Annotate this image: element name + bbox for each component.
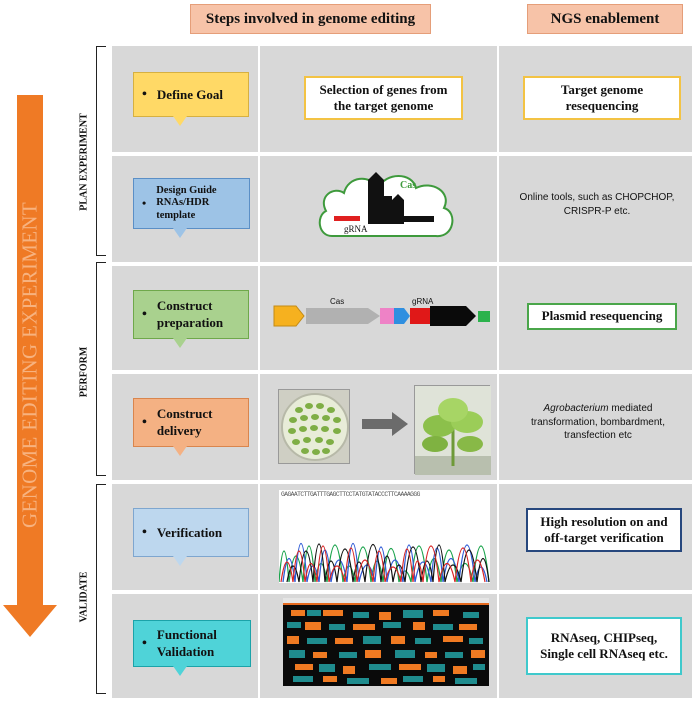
- step-construct-delivery: •Construct delivery: [133, 398, 249, 456]
- gene-selection-box: Selection of genes from the target genom…: [304, 76, 463, 120]
- ngs-online-tools: Online tools, such as CHOPCHOP, CRISPR-P…: [519, 192, 675, 217]
- ngs-transcriptomics: RNAseq, CHIPseq, Single cell RNAseq etc.: [526, 617, 682, 675]
- step-define-goal-label: Define Goal: [156, 86, 223, 102]
- ngs-target-resequencing: Target genome resequencing: [523, 76, 681, 120]
- step-verification: •Verification: [133, 508, 249, 566]
- cas-gene-label: Cas: [330, 297, 344, 306]
- chromatogram-sequence: GAGAATCTTGATTTGAGCTTCCTATGTATACCCTTCAAAA…: [281, 491, 420, 498]
- cas-protein-shape: [368, 172, 392, 224]
- agrobacterium-text: Agrobacterium: [543, 403, 609, 414]
- steps-column-header: Steps involved in genome editing: [190, 4, 431, 34]
- expression-heatmap: [287, 610, 485, 684]
- chromatogram-image: GAGAATCTTGATTTGAGCTTCCTATGTATACCCTTCAAAA…: [279, 490, 490, 583]
- step-verification-label: Verification: [156, 524, 223, 540]
- target-dna-strand: [404, 216, 434, 222]
- petri-dish-explants: [281, 393, 349, 461]
- cas-gene-arrow: [306, 308, 380, 324]
- regenerated-plantlet: [415, 386, 491, 475]
- plan-bracket: [96, 46, 106, 256]
- step-construct-preparation-label: Construct preparation: [156, 298, 224, 330]
- ngs-delivery-methods-text: mediated transformation, bombardment, tr…: [531, 403, 665, 441]
- step-functional-validation: •Functional Validation: [133, 620, 251, 676]
- cas-label: Cas: [400, 180, 416, 191]
- step-construct-delivery-label: Construct delivery: [156, 406, 213, 438]
- ngs-plasmid-resequencing: Plasmid resequencing: [527, 303, 677, 330]
- down-arrow-shape: [3, 95, 57, 637]
- column-divider-1: [258, 46, 260, 698]
- ngs-offtarget-verification: High resolution on and off-target verifi…: [526, 508, 682, 552]
- pink-element: [380, 308, 394, 324]
- scaffold-arrow: [430, 306, 476, 326]
- cas-grna-cloud-diagram: Cas gRNA: [318, 172, 454, 238]
- sanger-chromatogram: [279, 543, 490, 583]
- grna-strand: [334, 216, 360, 221]
- petri-dish-image: [278, 389, 350, 464]
- step-design-guide-label: Design Guide RNAs/HDR template: [156, 184, 217, 221]
- terminator-block: [478, 311, 490, 322]
- experiment-title-text: GENOME EDITING EXPERIMENT: [17, 202, 42, 528]
- ngs-delivery-methods: Agrobacterium mediated transformation, b…: [505, 402, 691, 443]
- step-construct-preparation: •Construct preparation: [133, 290, 249, 348]
- perform-bracket: [96, 262, 106, 476]
- plasmid-construct-diagram: Cas gRNA: [273, 297, 490, 327]
- column-divider-2: [497, 46, 499, 698]
- promoter-arrow: [273, 305, 305, 327]
- delivery-arrow: [362, 412, 408, 436]
- grna-label: gRNA: [344, 224, 368, 234]
- ngs-column-header: NGS enablement: [527, 4, 683, 34]
- grna-element: [410, 308, 430, 324]
- blue-promoter-arrow: [394, 308, 410, 324]
- heatmap-image: [283, 598, 489, 686]
- heatmap-dendrogram-bar: [283, 598, 489, 605]
- experiment-flow-arrow: [3, 95, 57, 637]
- plantlet-image: [414, 385, 491, 475]
- step-functional-validation-label: Functional Validation: [156, 627, 217, 659]
- step-define-goal: •Define Goal: [133, 72, 249, 126]
- validate-bracket: [96, 484, 106, 694]
- grna-gene-label: gRNA: [412, 297, 434, 306]
- step-design-guide: •Design Guide RNAs/HDR template: [133, 178, 250, 238]
- cas-protein-lobe: [392, 194, 404, 224]
